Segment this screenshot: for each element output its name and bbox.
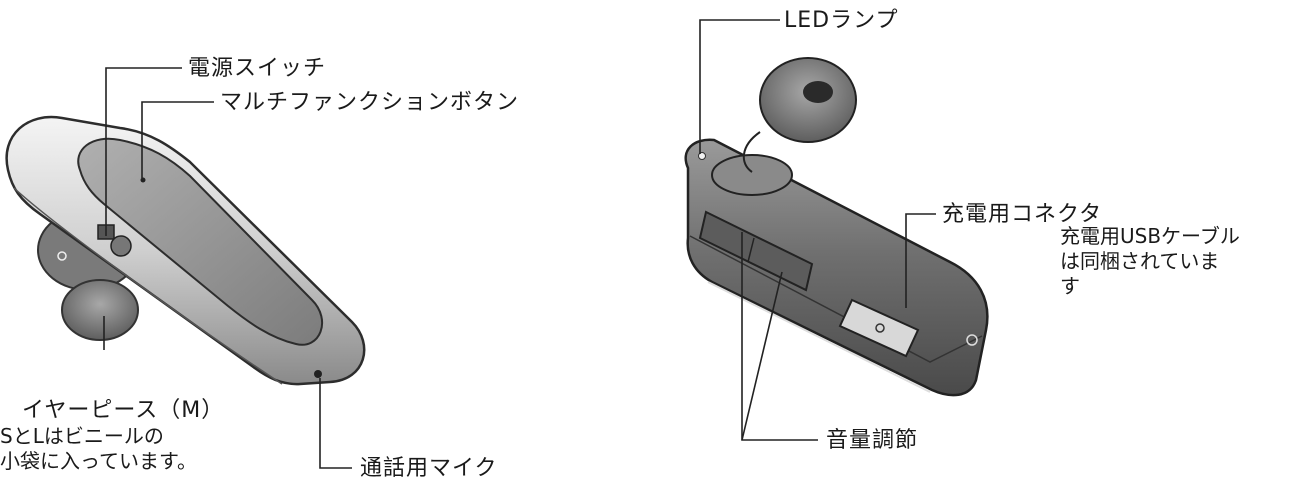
right-headset-illustration xyxy=(684,57,989,397)
left-leader-lines xyxy=(103,67,352,469)
label-usb-cable-note: 充電用USBケーブル は同梱されていま す xyxy=(1060,224,1240,298)
volume-buttons xyxy=(698,210,814,292)
call-mic-hole xyxy=(314,370,322,378)
label-earpiece-note: SとLはビニールの 小袋に入っています。 xyxy=(0,424,197,473)
right-leader-lines xyxy=(699,19,936,441)
led-lamp-dot xyxy=(698,152,706,160)
label-power-switch: 電源スイッチ xyxy=(188,56,327,81)
left-headset-illustration xyxy=(5,115,366,386)
label-led-lamp: LEDランプ xyxy=(784,8,899,33)
label-volume: 音量調節 xyxy=(826,428,919,453)
label-call-mic: 通話用マイク xyxy=(360,456,498,481)
label-charging-connector: 充電用コネクタ xyxy=(942,202,1103,227)
right-earpiece-collar xyxy=(711,154,793,196)
charging-connector-cover xyxy=(838,298,920,358)
label-earpiece: イヤーピース（M） xyxy=(22,398,225,423)
left-earpiece-tip xyxy=(61,279,139,341)
multifunction-button-panel xyxy=(77,137,323,346)
label-multifunction-button: マルチファンクションボタン xyxy=(220,90,520,115)
